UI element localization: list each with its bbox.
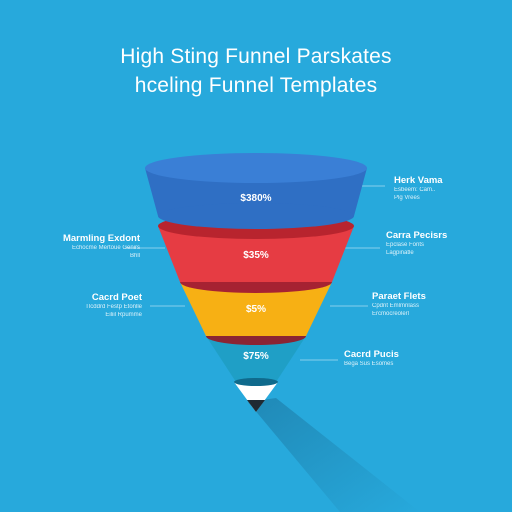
label-name: Cacrd Pucis [344,349,399,360]
label-cacrd-poet: Cacrd Poet Tlcddrd Festp Etonlle Eiliil … [85,292,142,319]
funnel-tip [234,378,278,412]
tip-rim [234,378,278,386]
label-name: Marmling Exdont [62,233,140,244]
label-desc: Cpdnt Emlmnlass [372,303,420,309]
label-marmling-exdont: Marmling Exdont Echocme Mertoue Genirs B… [63,233,140,260]
label-desc: Lagpinatle [386,250,414,256]
label-desc: Eiliil Rpumme [105,312,142,318]
label-desc: Plg Vrees [394,195,420,201]
segment-2-body [158,226,354,282]
segment-4-body [206,336,306,382]
label-desc: Tlcddrd Festp Etonlle [85,304,142,310]
label-paraet-flets: Paraet Flets Cpdnt Emlmnlass Ercmocreole… [372,291,426,318]
label-desc: Esbeem: Cam.. [394,187,436,193]
label-carra-pecisrs: Carra Pecisrs Epclase Fonts Lagpinatle [386,230,447,257]
label-desc: Ercmocreolerl [372,311,410,317]
label-herk-vama: Herk Vama Esbeem: Cam.. Plg Vrees [394,175,443,202]
title-line-1: High Sting Funnel Parskates [120,45,392,68]
label-cacrd-pucis: Cacrd Pucis Bega Sus Esomes [344,349,399,368]
segment-1-bottom [158,203,354,229]
segment-3-value: $5% [246,304,266,315]
segment-1-top [145,153,367,183]
tip-point [247,400,265,412]
title-line-2: hceling Funnel Templates [134,74,378,97]
segment-4-value: $75% [243,351,269,362]
label-desc: Bhll [129,253,140,259]
segment-1-value: $380% [240,193,271,204]
label-name: Paraet Flets [372,291,426,302]
funnel-shadow [248,398,420,512]
label-desc: Epclase Fonts [386,242,425,248]
label-desc: Echocme Mertoue Genirs [71,245,140,251]
label-name: Herk Vama [394,175,443,186]
tip-body [234,382,278,412]
funnel-segment-1: $380% [145,153,367,229]
segment-2-value: $35% [243,250,269,261]
label-desc: Bega Sus Esomes [344,361,394,367]
label-name: Carra Pecisrs [386,230,448,241]
label-name: Cacrd Poet [91,292,142,303]
segment-3-body [180,282,332,336]
